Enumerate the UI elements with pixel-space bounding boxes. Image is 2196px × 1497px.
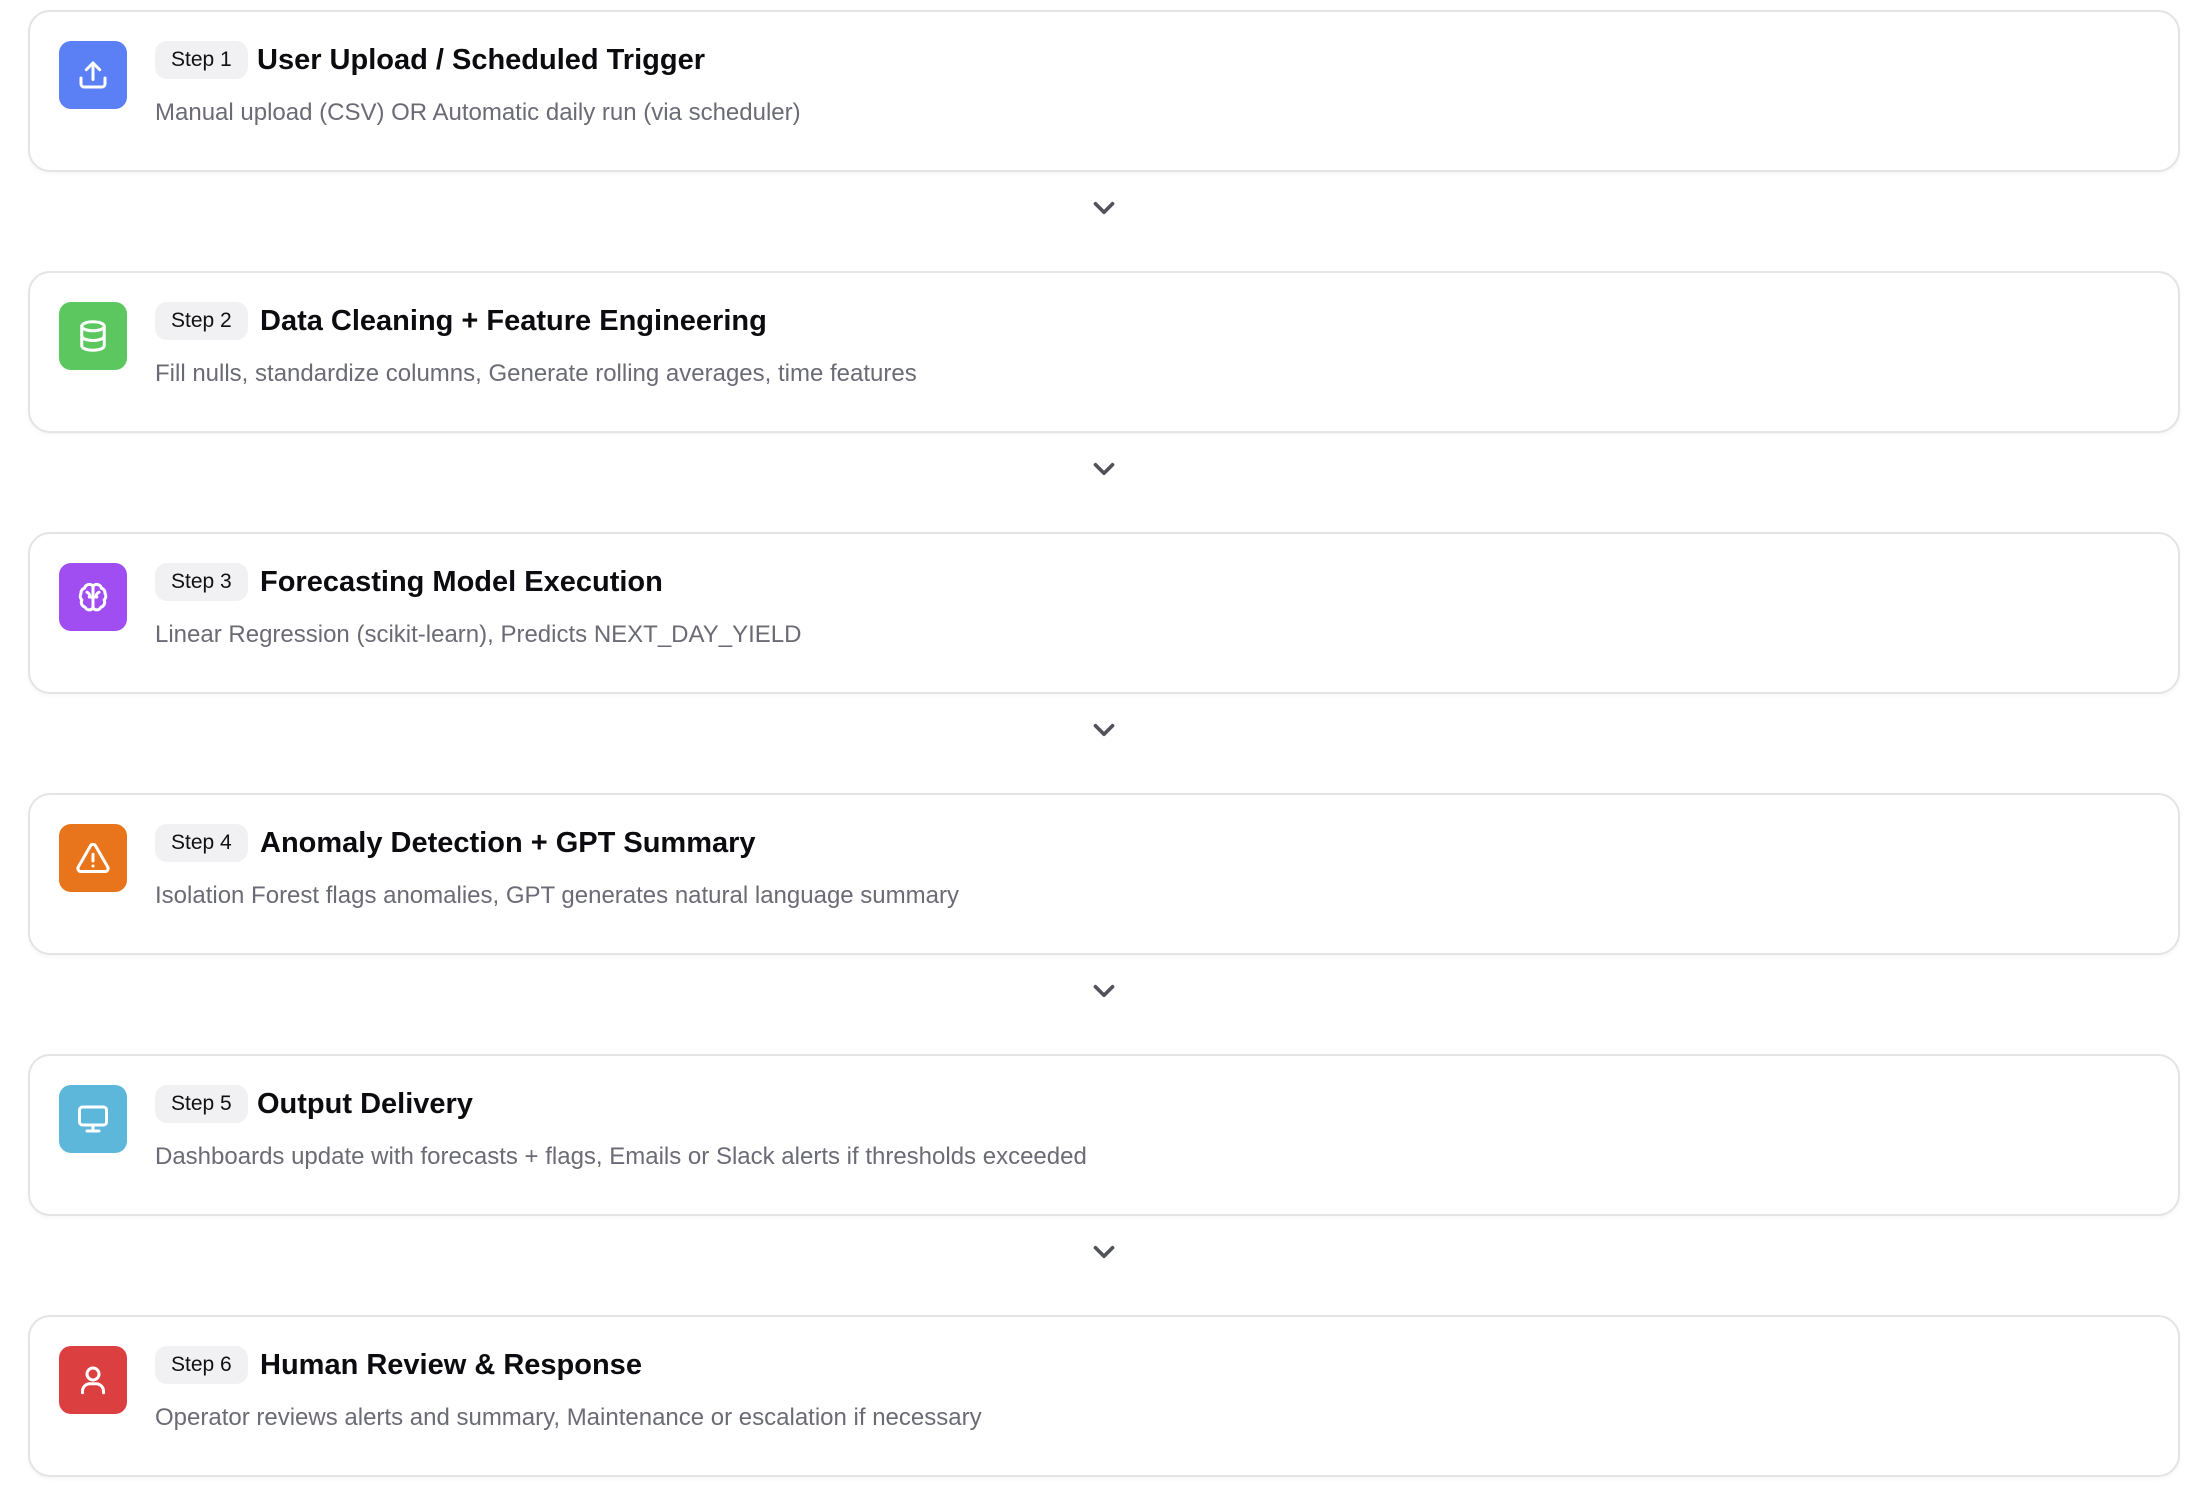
step-description: Manual upload (CSV) OR Automatic daily r… [155,99,801,126]
database-icon [80,320,106,352]
step-description: Operator reviews alerts and summary, Mai… [155,1404,982,1431]
chevron-down-icon [1093,1245,1115,1259]
step-card-5: Step 5 Output Delivery Dashboards update… [28,1054,2180,1216]
connector-arrow [1087,191,1121,225]
upload-icon [79,61,107,89]
connector-arrow [1087,452,1121,486]
step-icon-tile-3 [59,563,127,631]
step-title: User Upload / Scheduled Trigger [257,44,705,76]
step-badge: Step 5 [155,1085,248,1123]
step-title: Data Cleaning + Feature Engineering [260,305,767,337]
chevron-down-icon [1093,462,1115,476]
step-card-1: Step 1 User Upload / Scheduled Trigger M… [28,10,2180,172]
step-icon-tile-2 [59,302,127,370]
step-badge: Step 3 [155,563,248,601]
step-title: Anomaly Detection + GPT Summary [260,827,756,859]
warning-triangle-icon [76,842,110,873]
chevron-down-icon [1093,201,1115,215]
user-icon [81,1366,105,1395]
step-title: Human Review & Response [260,1349,642,1381]
step-badge: Step 2 [155,302,248,340]
step-card-4: Step 4 Anomaly Detection + GPT Summary I… [28,793,2180,955]
step-title: Output Delivery [257,1088,473,1120]
chevron-down-icon [1093,984,1115,998]
step-description: Fill nulls, standardize columns, Generat… [155,360,917,387]
step-description: Dashboards update with forecasts + flags… [155,1143,1087,1170]
step-icon-tile-5 [59,1085,127,1153]
connector-arrow [1087,1235,1121,1269]
step-badge: Step 1 [155,41,248,79]
step-description: Isolation Forest flags anomalies, GPT ge… [155,882,959,909]
step-description: Linear Regression (scikit-learn), Predic… [155,621,802,648]
step-badge: Step 4 [155,824,248,862]
step-icon-tile-6 [59,1346,127,1414]
step-card-3: Step 3 Forecasting Model Execution Linea… [28,532,2180,694]
step-icon-tile-4 [59,824,127,892]
step-title: Forecasting Model Execution [260,566,663,598]
step-badge: Step 6 [155,1346,248,1384]
monitor-icon [78,1105,108,1133]
step-icon-tile-1 [59,41,127,109]
connector-arrow [1087,713,1121,747]
step-card-6: Step 6 Human Review & Response Operator … [28,1315,2180,1477]
brain-icon [78,582,108,612]
step-card-2: Step 2 Data Cleaning + Feature Engineeri… [28,271,2180,433]
chevron-down-icon [1093,723,1115,737]
connector-arrow [1087,974,1121,1008]
